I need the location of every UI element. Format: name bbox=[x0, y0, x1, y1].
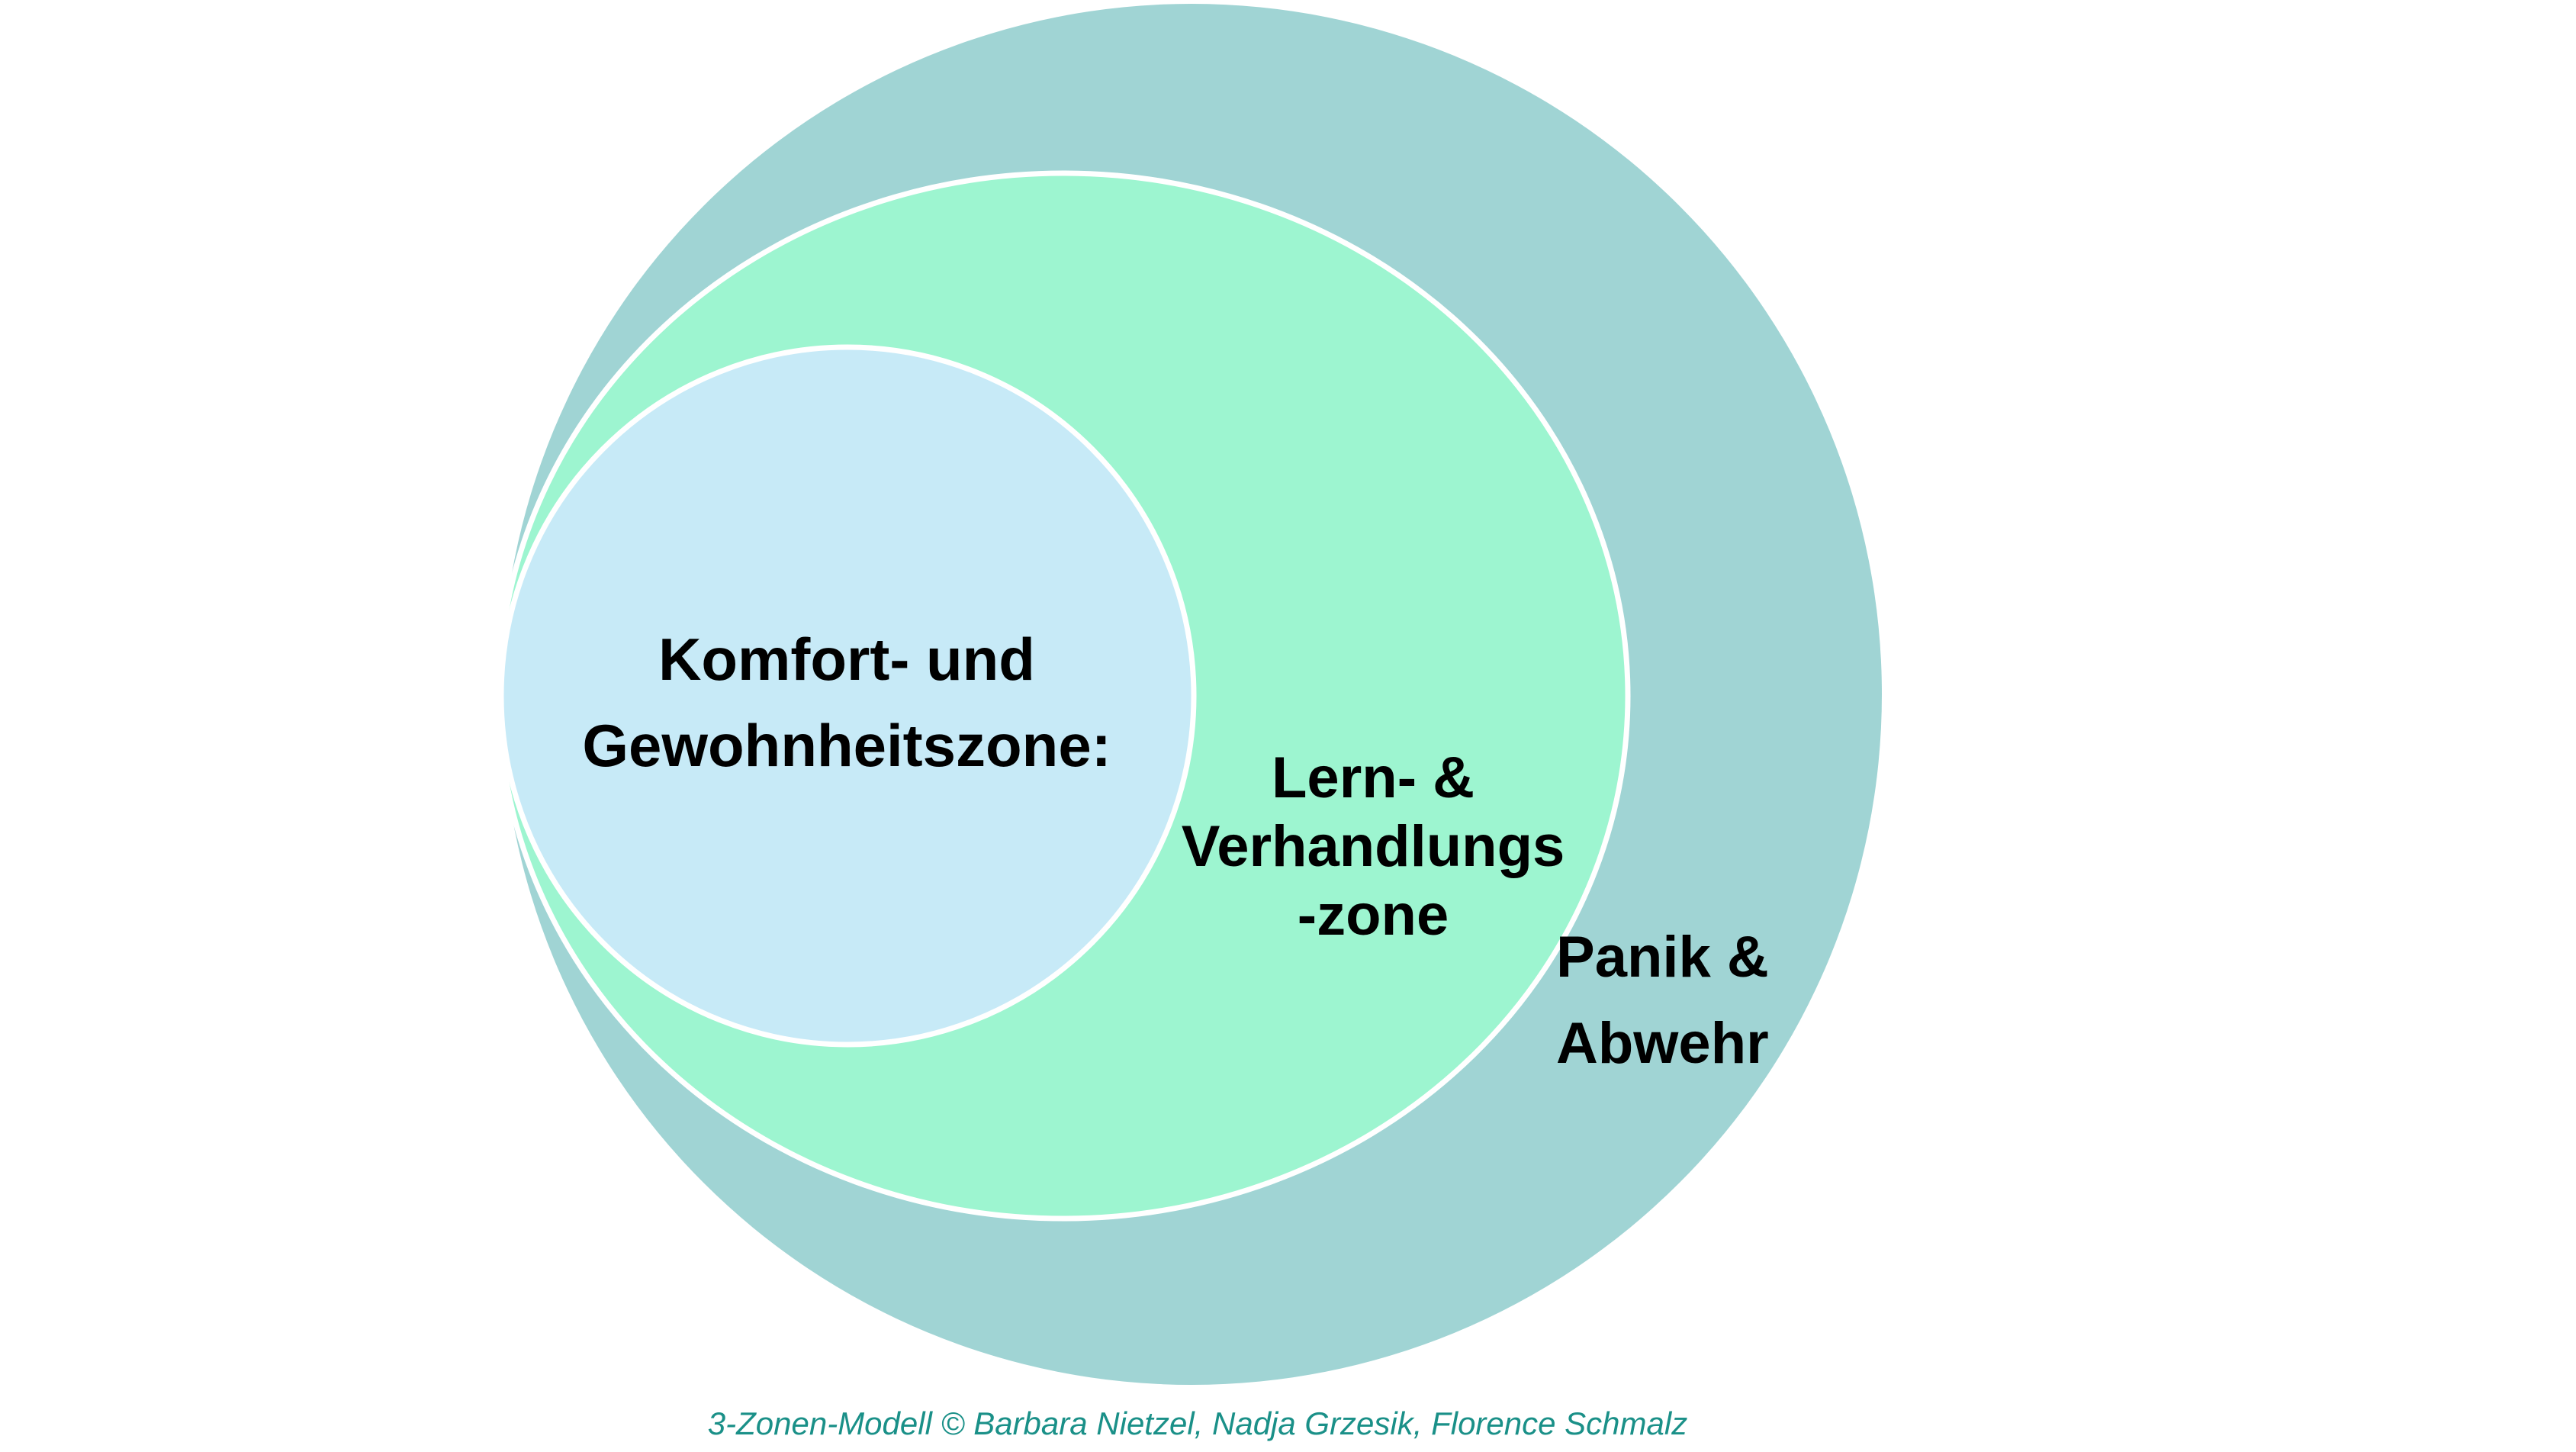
lern-zone-label: Lern- & Verhandlungs -zone bbox=[1144, 744, 1602, 950]
copyright-credit: 3-Zonen-Modell © Barbara Nietzel, Nadja … bbox=[707, 1405, 1688, 1441]
panik-zone-label-line2: Abwehr bbox=[1556, 1011, 1769, 1076]
lern-zone-label-line2: Verhandlungs bbox=[1181, 814, 1565, 879]
komfort-zone-label: Komfort- und Gewohnheitszone: bbox=[519, 617, 1175, 789]
komfort-zone-circle bbox=[498, 344, 1197, 1048]
lern-zone-label-line1: Lern- & bbox=[1272, 745, 1475, 810]
komfort-zone-label-line1: Komfort- und bbox=[658, 626, 1035, 693]
komfort-zone-label-line2: Gewohnheitszone: bbox=[582, 712, 1111, 779]
lern-zone-label-line3: -zone bbox=[1297, 883, 1449, 948]
panik-zone-label: Panik & Abwehr bbox=[1556, 914, 1861, 1087]
panik-zone-label-line1: Panik & bbox=[1556, 925, 1769, 990]
